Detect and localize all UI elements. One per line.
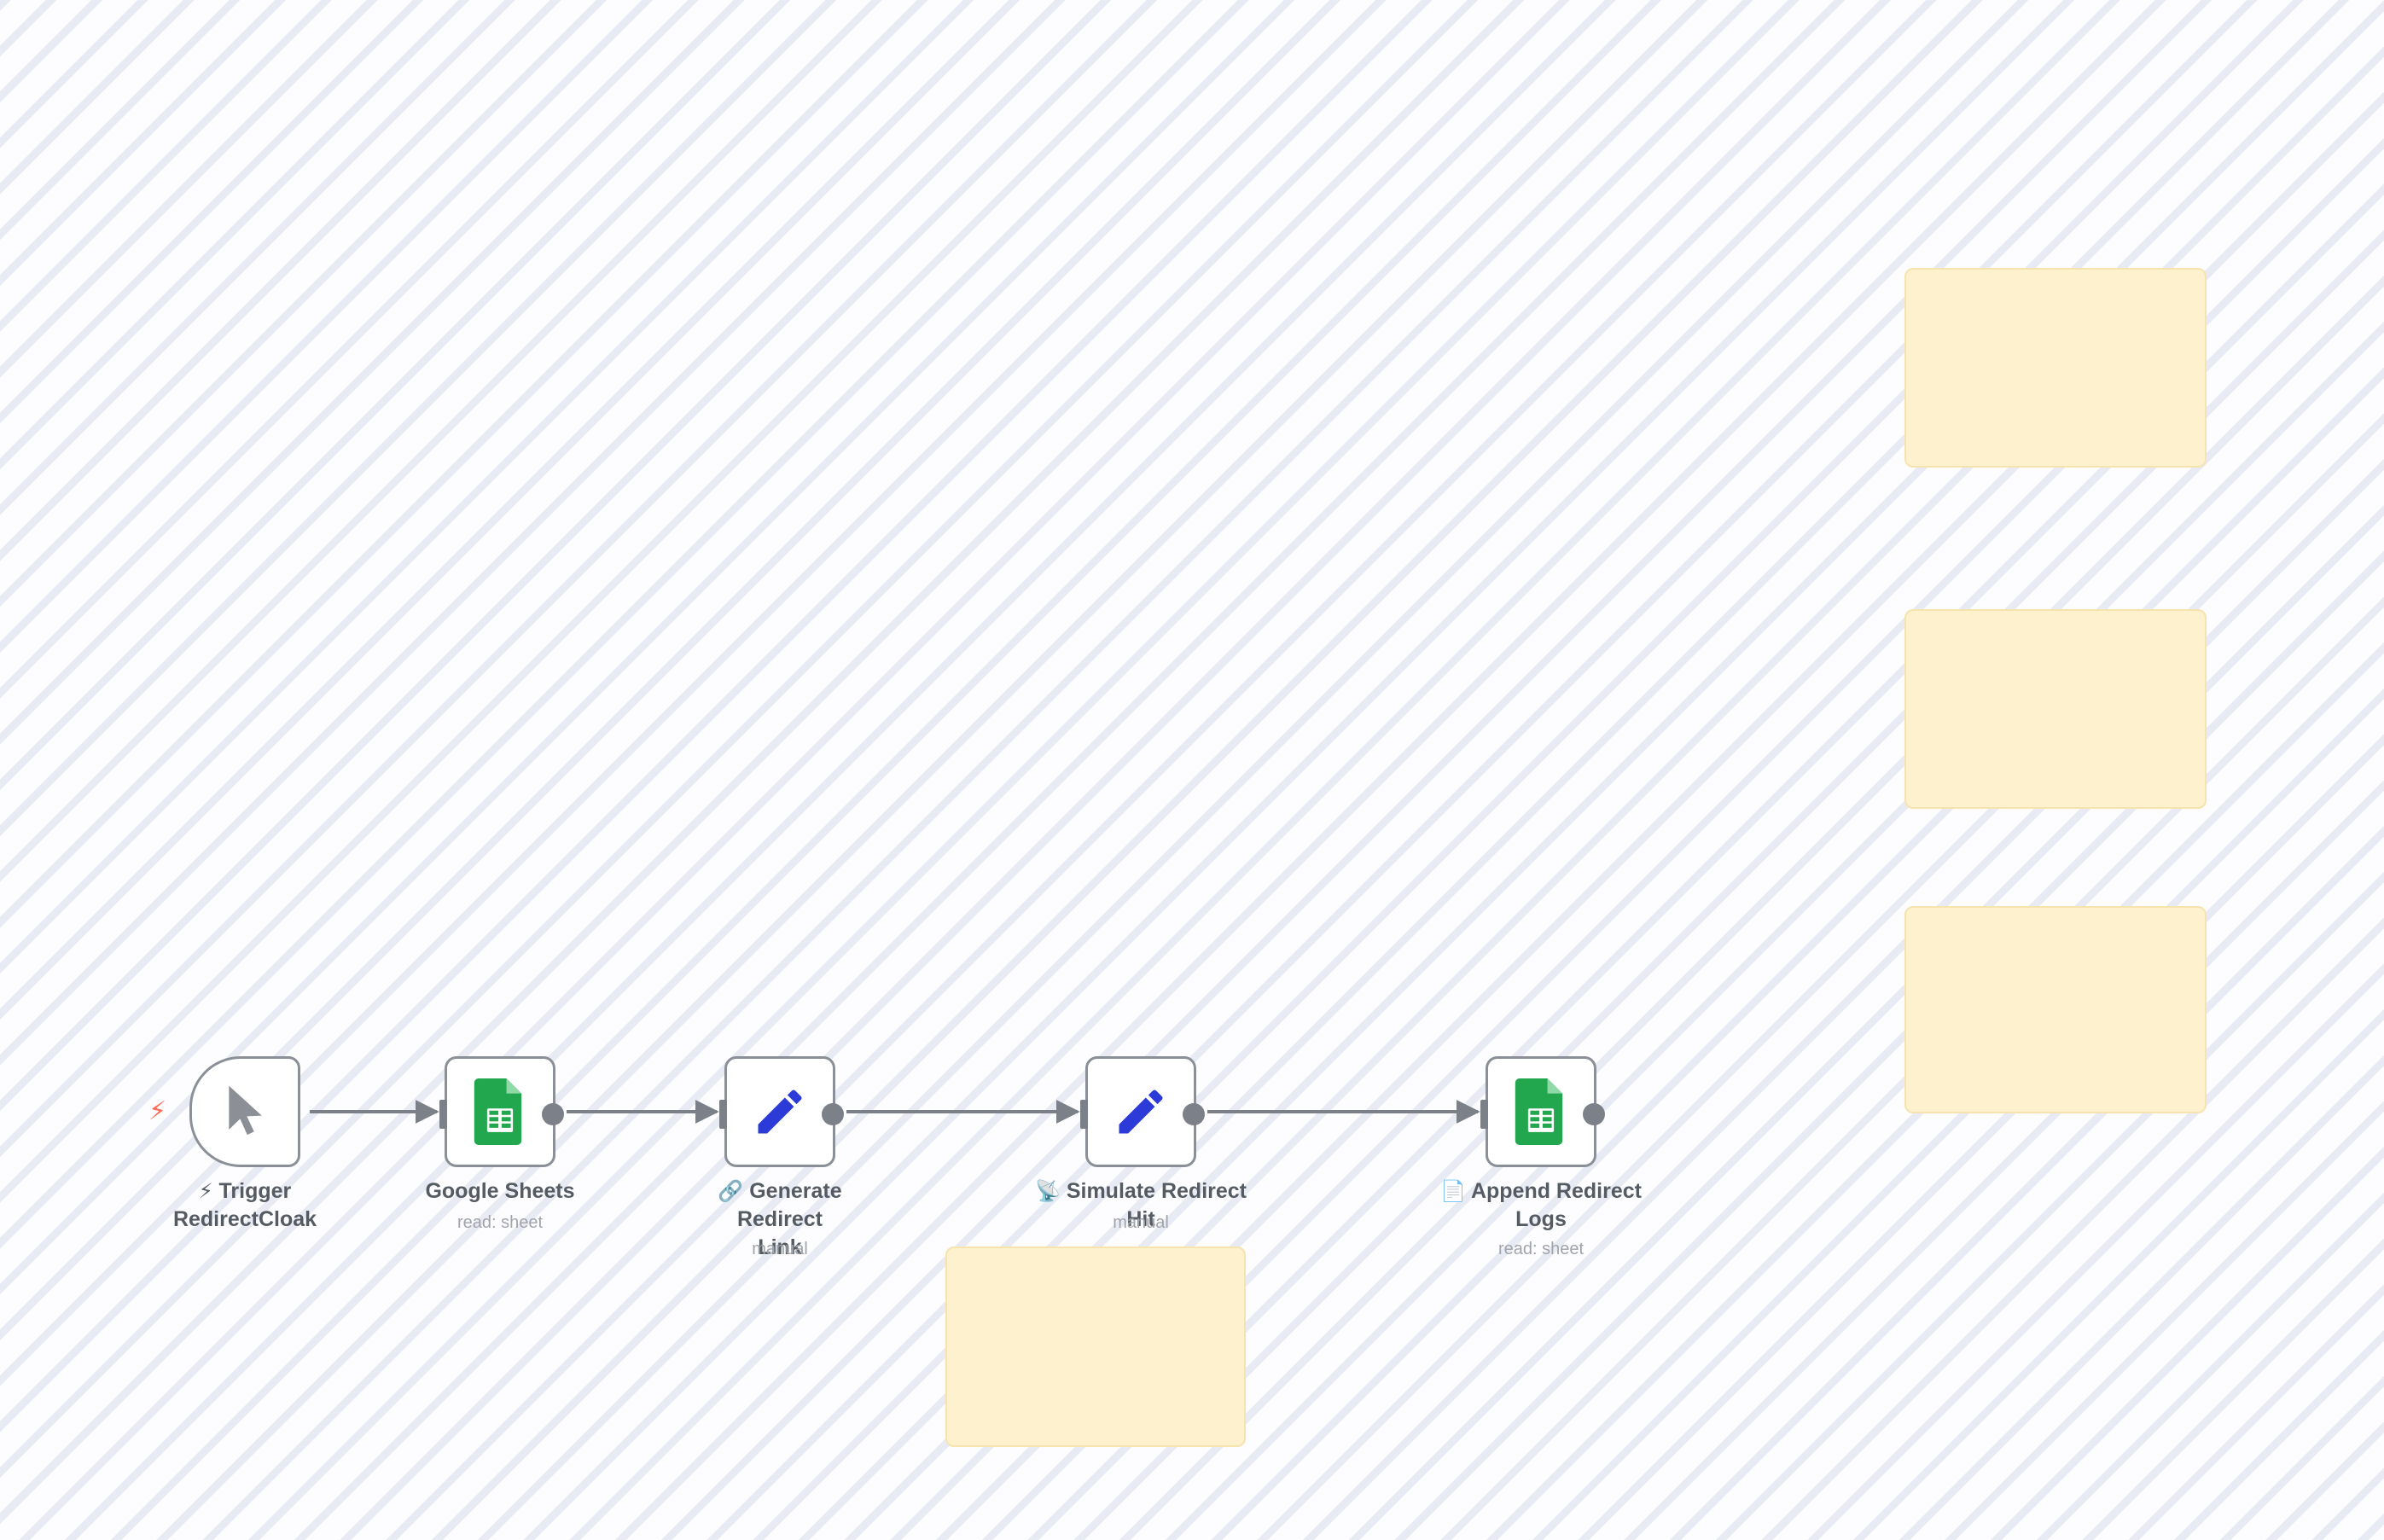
node-title: 📡 Simulate Redirect Hit [1034, 1177, 1247, 1234]
node-subtitle: manual [1113, 1213, 1169, 1232]
output-port[interactable] [542, 1103, 564, 1125]
input-port[interactable] [1080, 1100, 1088, 1129]
link-emoji: 🔗 [718, 1179, 744, 1203]
node-google-sheets[interactable]: Google Sheets read: sheet [425, 1056, 575, 1232]
node-body[interactable] [719, 1056, 844, 1167]
input-port[interactable] [719, 1100, 727, 1129]
node-subtitle: read: sheet [1497, 1240, 1584, 1258]
node-title: 📄 Append Redirect Logs [1434, 1177, 1648, 1234]
blue-pencil-icon [1112, 1083, 1170, 1141]
node-title-text: Google Sheets [425, 1179, 575, 1203]
node-title: 🔗 Generate Redirect Link [673, 1177, 887, 1262]
node-subtitle: read: sheet [456, 1213, 544, 1232]
sticky-note[interactable] [1904, 609, 2207, 809]
satellite-emoji: 📡 [1034, 1179, 1061, 1203]
node-simulate-redirect-hit[interactable]: 📡 Simulate Redirect Hit manual [1035, 1056, 1247, 1232]
node-subtitle: manual [752, 1240, 808, 1258]
google-sheets-icon [1515, 1078, 1567, 1145]
google-sheets-icon [474, 1078, 526, 1145]
node-title-text: Generate Redirect Link [736, 1179, 842, 1259]
sticky-note[interactable] [1904, 906, 2207, 1113]
output-port[interactable] [822, 1103, 844, 1125]
node-title-text: Append Redirect Logs [1470, 1179, 1642, 1231]
output-port[interactable] [1183, 1103, 1205, 1125]
page-emoji: 📄 [1440, 1179, 1466, 1203]
node-append-redirect-logs[interactable]: 📄 Append Redirect Logs read: sheet [1440, 1056, 1642, 1258]
cursor-arrow-icon [221, 1084, 269, 1140]
node-body[interactable] [1480, 1056, 1605, 1167]
output-port[interactable] [1583, 1103, 1605, 1125]
node-title-text: Simulate Redirect Hit [1066, 1179, 1247, 1231]
node-body[interactable] [189, 1056, 300, 1167]
node-body[interactable] [1080, 1056, 1205, 1167]
lightning-emoji: ⚡ [198, 1179, 213, 1203]
sticky-note[interactable] [1904, 268, 2207, 468]
node-title: Google Sheets [393, 1177, 607, 1206]
sticky-note[interactable] [945, 1247, 1246, 1447]
node-title-text: Trigger RedirectCloak [172, 1179, 317, 1231]
trigger-bolt-icon: ⚡ [148, 1096, 167, 1126]
node-generate-redirect-link[interactable]: 🔗 Generate Redirect Link manual [718, 1056, 844, 1259]
blue-pencil-icon [751, 1083, 809, 1141]
input-port[interactable] [1480, 1100, 1488, 1129]
node-trigger-redirectcloak[interactable]: ⚡ ⚡ Trigger RedirectCloak [148, 1056, 317, 1231]
node-body[interactable] [439, 1056, 564, 1167]
node-title: ⚡ Trigger RedirectCloak [138, 1177, 352, 1234]
input-port[interactable] [439, 1100, 447, 1129]
